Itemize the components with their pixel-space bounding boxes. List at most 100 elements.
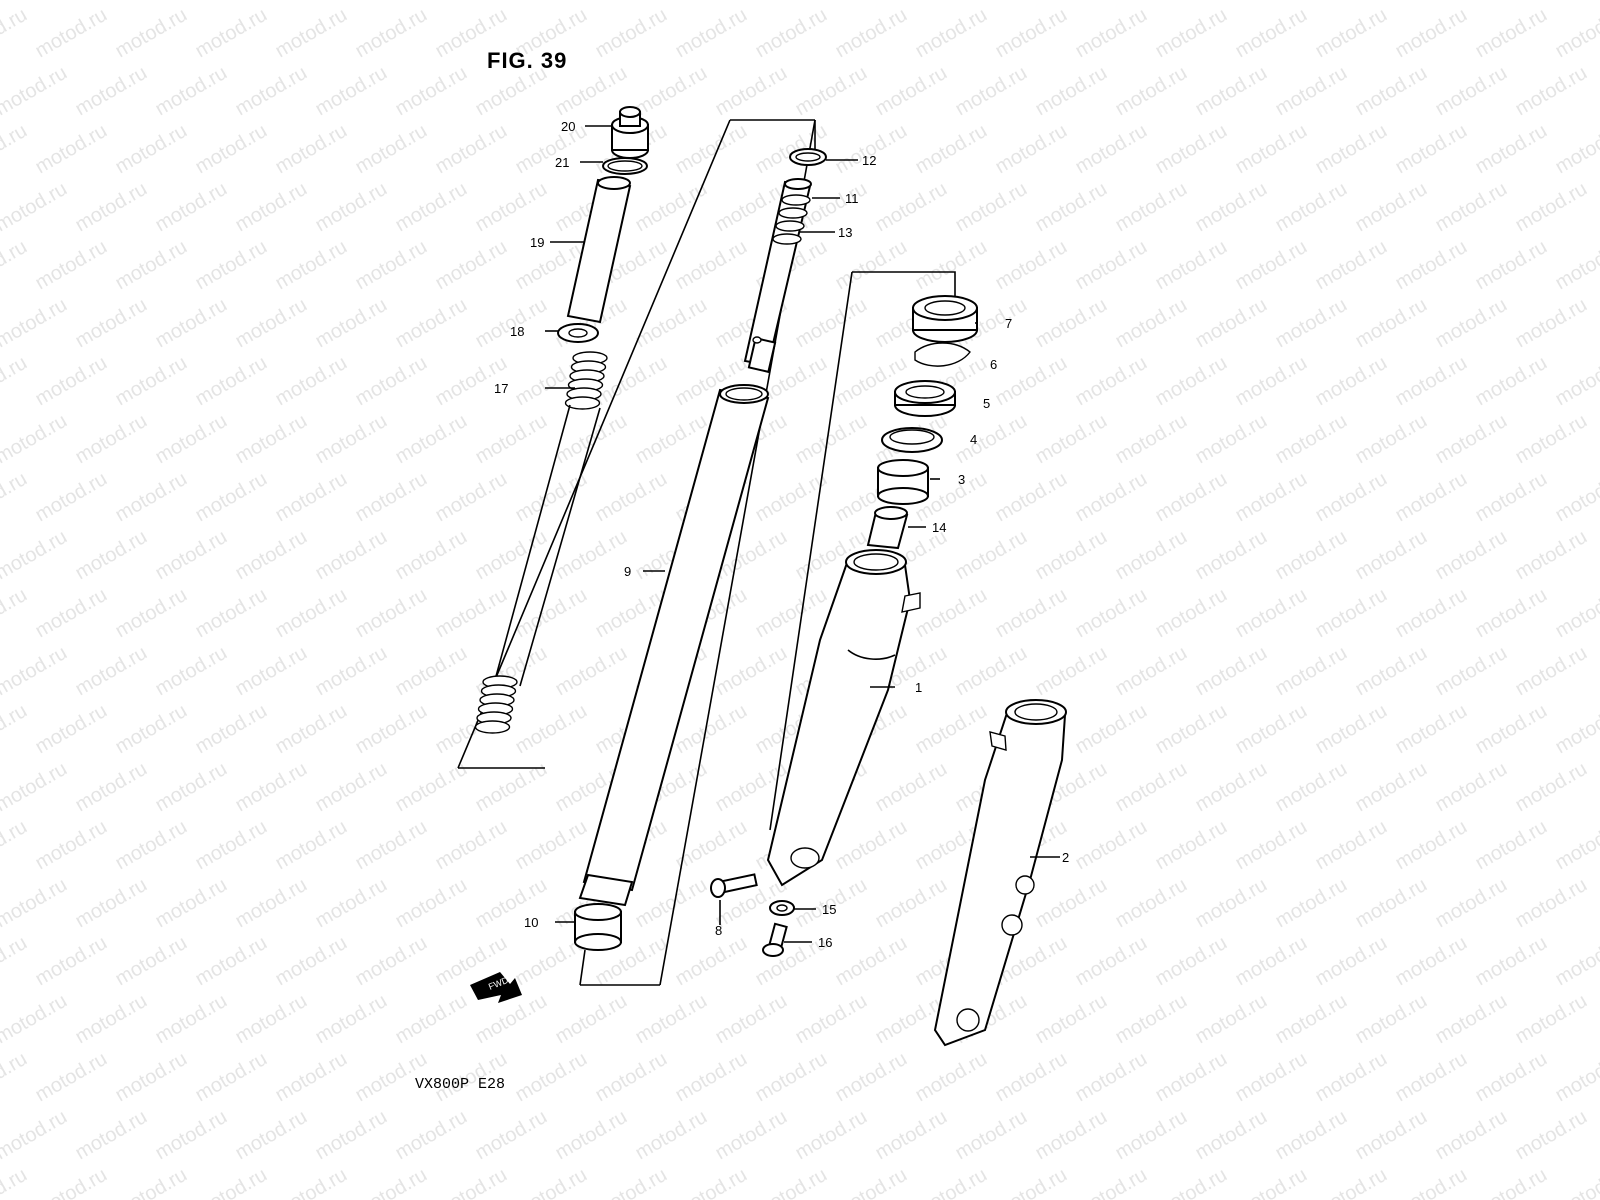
part-7-dust-seal[interactable] xyxy=(912,295,978,343)
watermark-text: motod.ru xyxy=(1152,4,1231,63)
watermark-text: motod.ru xyxy=(752,120,831,179)
watermark-text: motod.ru xyxy=(1552,468,1600,527)
callout-2: 2 xyxy=(1062,850,1069,865)
callout-14: 14 xyxy=(932,520,946,535)
part-17-fork-spring[interactable] xyxy=(474,351,608,734)
watermark-text: motod.ru xyxy=(1552,700,1600,759)
watermark-text: motod.ru xyxy=(472,874,551,933)
watermark-text: motod.ru xyxy=(1072,236,1151,295)
watermark-text: motod.ru xyxy=(72,294,151,353)
callout-19: 19 xyxy=(530,235,544,250)
watermark-text: motod.ru xyxy=(232,526,311,585)
watermark-text: motod.ru xyxy=(1552,816,1600,875)
watermark-text: motod.ru xyxy=(832,236,911,295)
watermark-text: motod.ru xyxy=(32,1164,111,1200)
part-20-cap-bolt[interactable] xyxy=(611,106,649,159)
watermark-text: motod.ru xyxy=(192,352,271,411)
part-13-piston-ring[interactable] xyxy=(772,194,811,245)
watermark-text: motod.ru xyxy=(1552,1164,1600,1200)
watermark-text: motod.ru xyxy=(32,1048,111,1107)
part-6-stopper-ring[interactable] xyxy=(914,342,971,367)
watermark-text: motod.ru xyxy=(432,468,511,527)
watermark-text: motod.ru xyxy=(672,816,751,875)
watermark-text: motod.ru xyxy=(1192,410,1271,469)
watermark-text: motod.ru xyxy=(632,178,711,237)
part-21-o-ring[interactable] xyxy=(602,157,648,175)
watermark-text: motod.ru xyxy=(1272,62,1351,121)
watermark-text: motod.ru xyxy=(1112,410,1191,469)
watermark-text: motod.ru xyxy=(1232,4,1311,63)
callout-13: 13 xyxy=(838,225,852,240)
watermark-text: motod.ru xyxy=(72,758,151,817)
watermark-text: motod.ru xyxy=(72,0,151,4)
watermark-text: motod.ru xyxy=(1392,1048,1471,1107)
watermark-text: motod.ru xyxy=(1392,4,1471,63)
watermark-text: motod.ru xyxy=(152,410,231,469)
part-19-spacer-tube[interactable] xyxy=(566,176,632,324)
watermark-text: motod.ru xyxy=(1072,584,1151,643)
part-2-outer-tube[interactable] xyxy=(933,699,1067,1047)
part-18-washer[interactable] xyxy=(557,323,599,343)
watermark-text: motod.ru xyxy=(672,932,751,991)
part-4-seal-retainer[interactable] xyxy=(881,427,943,453)
watermark-text: motod.ru xyxy=(712,990,791,1049)
watermark-text: motod.ru xyxy=(432,816,511,875)
watermark-text: motod.ru xyxy=(672,700,751,759)
watermark-text: motod.ru xyxy=(1032,178,1111,237)
watermark-text: motod.ru xyxy=(632,0,711,4)
watermark-text: motod.ru xyxy=(1072,468,1151,527)
watermark-text: motod.ru xyxy=(1192,0,1271,4)
part-16-drain-bolt[interactable] xyxy=(762,922,788,957)
watermark-text: motod.ru xyxy=(512,700,591,759)
watermark-text: motod.ru xyxy=(152,758,231,817)
watermark-text: motod.ru xyxy=(352,468,431,527)
watermark-text: motod.ru xyxy=(912,4,991,63)
part-10-slide-bushing[interactable] xyxy=(574,903,622,951)
watermark-text: motod.ru xyxy=(952,62,1031,121)
watermark-text: motod.ru xyxy=(32,236,111,295)
watermark-text: motod.ru xyxy=(1472,700,1551,759)
watermark-text: motod.ru xyxy=(1352,410,1431,469)
watermark-text: motod.ru xyxy=(1472,1048,1551,1107)
watermark-text: motod.ru xyxy=(312,642,391,701)
watermark-text: motod.ru xyxy=(432,584,511,643)
part-3-guide-bushing[interactable] xyxy=(877,459,929,505)
watermark-text: motod.ru xyxy=(1152,584,1231,643)
model-code: VX800P E28 xyxy=(415,1076,506,1093)
watermark-text: motod.ru xyxy=(1032,294,1111,353)
watermark-text: motod.ru xyxy=(72,62,151,121)
watermark-text: motod.ru xyxy=(592,1164,671,1200)
watermark-text: motod.ru xyxy=(192,4,271,63)
watermark-text: motod.ru xyxy=(1152,932,1231,991)
part-12-ring[interactable] xyxy=(789,148,827,166)
part-15-gasket[interactable] xyxy=(769,900,795,916)
callout-4: 4 xyxy=(970,432,977,447)
callout-15: 15 xyxy=(822,902,836,917)
watermark-text: motod.ru xyxy=(0,874,71,933)
watermark-text: motod.ru xyxy=(552,990,631,1049)
watermark-text: motod.ru xyxy=(1552,584,1600,643)
watermark-text: motod.ru xyxy=(1272,178,1351,237)
watermark-text: motod.ru xyxy=(312,178,391,237)
watermark-text: motod.ru xyxy=(1472,352,1551,411)
part-1-outer-tube[interactable] xyxy=(766,549,921,887)
watermark-text: motod.ru xyxy=(1072,816,1151,875)
watermark-text: motod.ru xyxy=(0,62,71,121)
watermark-text: motod.ru xyxy=(1472,1164,1551,1200)
part-14-oil-lock-piece[interactable] xyxy=(866,506,909,550)
part-8-damper-rod-bolt[interactable] xyxy=(710,873,758,898)
callout-18: 18 xyxy=(510,324,524,339)
watermark-text: motod.ru xyxy=(1272,410,1351,469)
watermark-text: motod.ru xyxy=(272,468,351,527)
watermark-text: motod.ru xyxy=(392,62,471,121)
watermark-text: motod.ru xyxy=(952,526,1031,585)
watermark-text: motod.ru xyxy=(32,352,111,411)
part-9-inner-tube[interactable] xyxy=(578,384,770,907)
watermark-text: motod.ru xyxy=(472,758,551,817)
watermark-text: motod.ru xyxy=(832,932,911,991)
part-5-oil-seal[interactable] xyxy=(894,380,956,417)
watermark-text: motod.ru xyxy=(512,816,591,875)
watermark-text: motod.ru xyxy=(1512,294,1591,353)
watermark-text: motod.ru xyxy=(1512,1106,1591,1165)
